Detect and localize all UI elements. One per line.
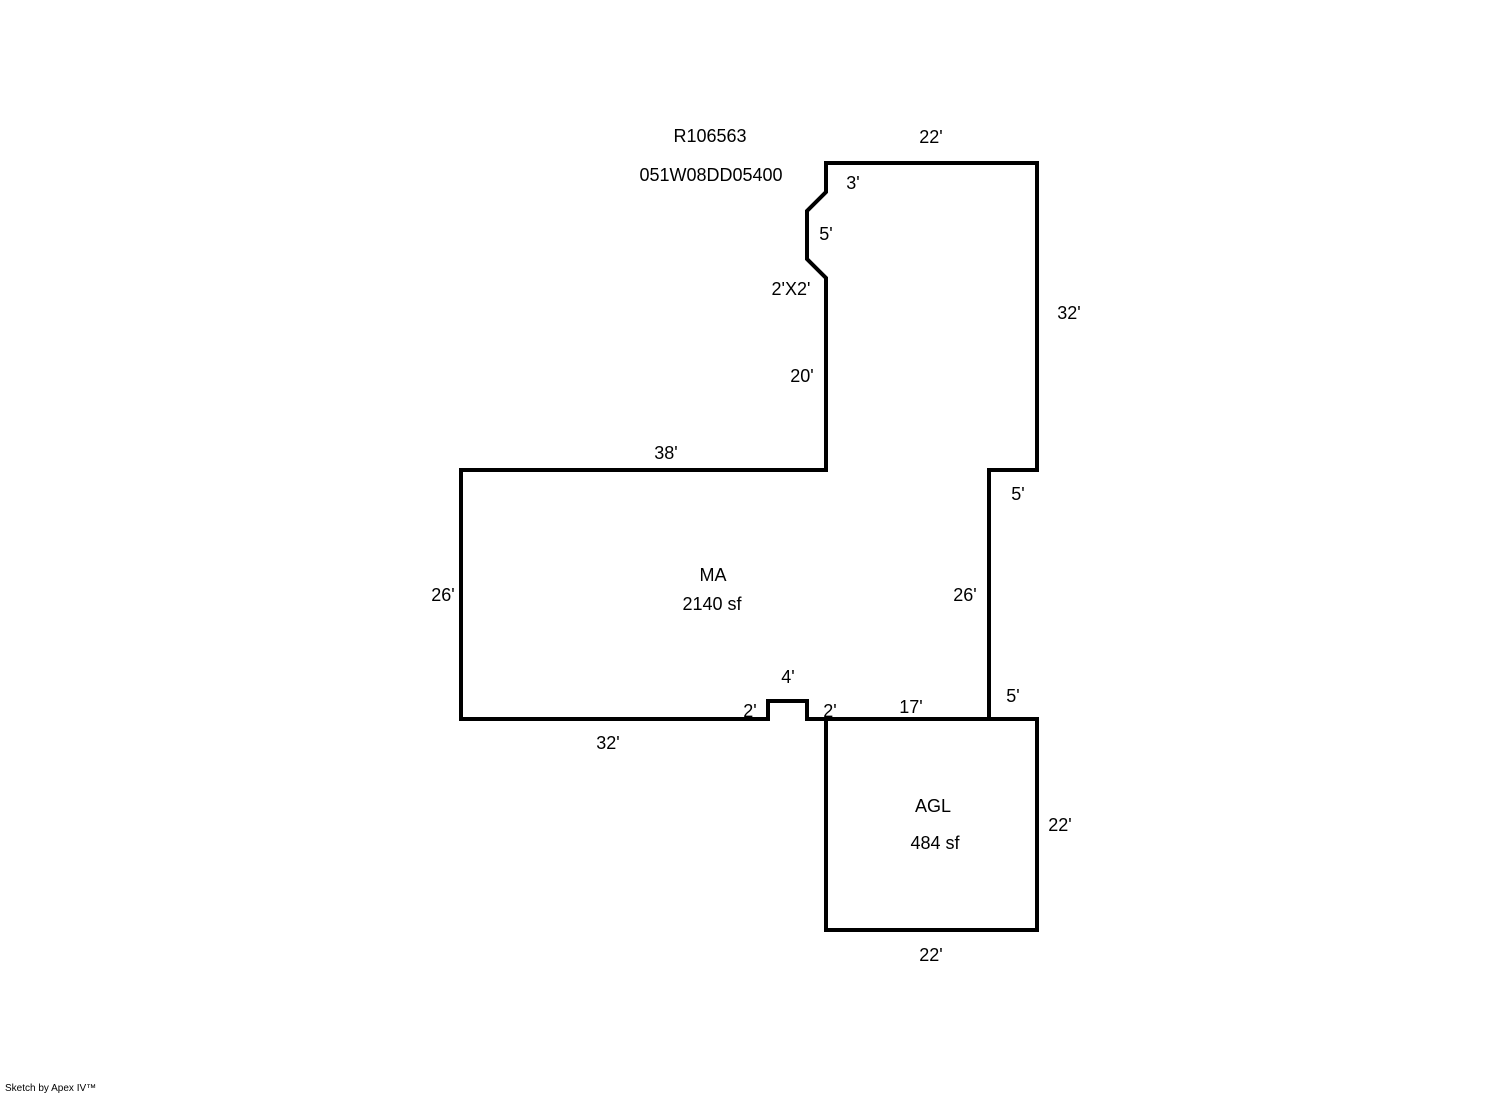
garage-outline bbox=[824, 717, 1039, 932]
map-number: 051W08DD05400 bbox=[639, 165, 782, 185]
dim-label: 22' bbox=[919, 945, 942, 965]
parcel-id: R106563 bbox=[673, 126, 746, 146]
dim-label: 26' bbox=[953, 585, 976, 605]
dim-label: 22' bbox=[919, 127, 942, 147]
dim-label: 26' bbox=[431, 585, 454, 605]
dim-label: 3' bbox=[846, 173, 859, 193]
dim-label: 20' bbox=[790, 366, 813, 386]
dim-label: 22' bbox=[1048, 815, 1071, 835]
sketch-credit: Sketch by Apex IV™ bbox=[5, 1083, 96, 1094]
dim-label: 32' bbox=[1057, 303, 1080, 323]
dim-label: 38' bbox=[654, 443, 677, 463]
main-area-outline bbox=[459, 161, 1039, 721]
dim-label: 2' bbox=[823, 701, 836, 721]
dim-label: 5' bbox=[1011, 484, 1024, 504]
dim-label: 32' bbox=[596, 733, 619, 753]
dim-label: 5' bbox=[1006, 686, 1019, 706]
dim-label: 2' bbox=[743, 701, 756, 721]
area-size-ma: 2140 sf bbox=[682, 594, 742, 614]
dim-label: 2'X2' bbox=[772, 279, 811, 299]
dim-label: 17' bbox=[899, 697, 922, 717]
dim-label: 4' bbox=[781, 667, 794, 687]
area-size-agl: 484 sf bbox=[910, 833, 960, 853]
area-label-ma: MA bbox=[700, 565, 727, 585]
dim-label: 5' bbox=[819, 224, 832, 244]
area-label-agl: AGL bbox=[915, 796, 951, 816]
